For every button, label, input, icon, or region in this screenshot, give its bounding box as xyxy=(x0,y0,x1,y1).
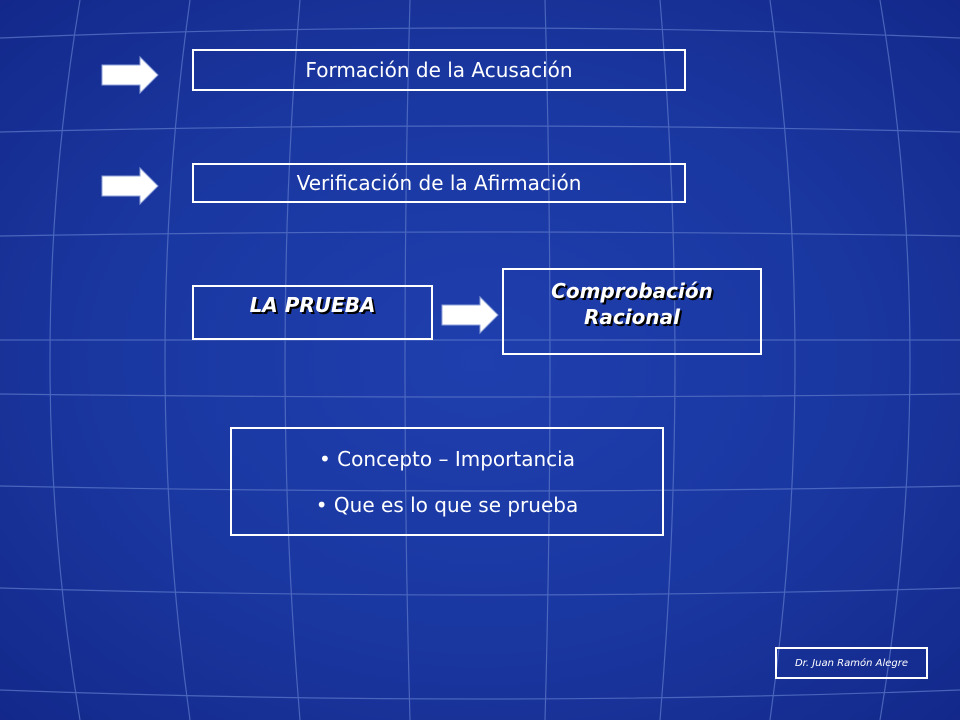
formacion-acusacion-box: Formación de la Acusación xyxy=(192,49,686,91)
list-item: • Que es lo que se prueba xyxy=(315,492,579,517)
comprobacion-line2: Racional xyxy=(584,305,680,329)
verificacion-afirmacion-label: Verificación de la Afirmación xyxy=(296,171,582,195)
right-arrow-icon xyxy=(101,166,159,206)
comprobacion-racional-box: Comprobación Racional xyxy=(502,268,762,355)
la-prueba-box: LA PRUEBA xyxy=(192,285,433,340)
right-arrow-icon xyxy=(441,295,499,335)
la-prueba-label: LA PRUEBA xyxy=(249,293,376,317)
comprobacion-line1: Comprobación xyxy=(551,279,713,303)
list-item: • Concepto – Importancia xyxy=(319,446,575,471)
right-arrow-icon xyxy=(101,55,159,95)
verificacion-afirmacion-box: Verificación de la Afirmación xyxy=(192,163,686,203)
formacion-acusacion-label: Formación de la Acusación xyxy=(305,58,573,82)
concepts-box: • Concepto – Importancia • Que es lo que… xyxy=(230,427,664,536)
author-label: Dr. Juan Ramón Alegre xyxy=(775,647,928,679)
